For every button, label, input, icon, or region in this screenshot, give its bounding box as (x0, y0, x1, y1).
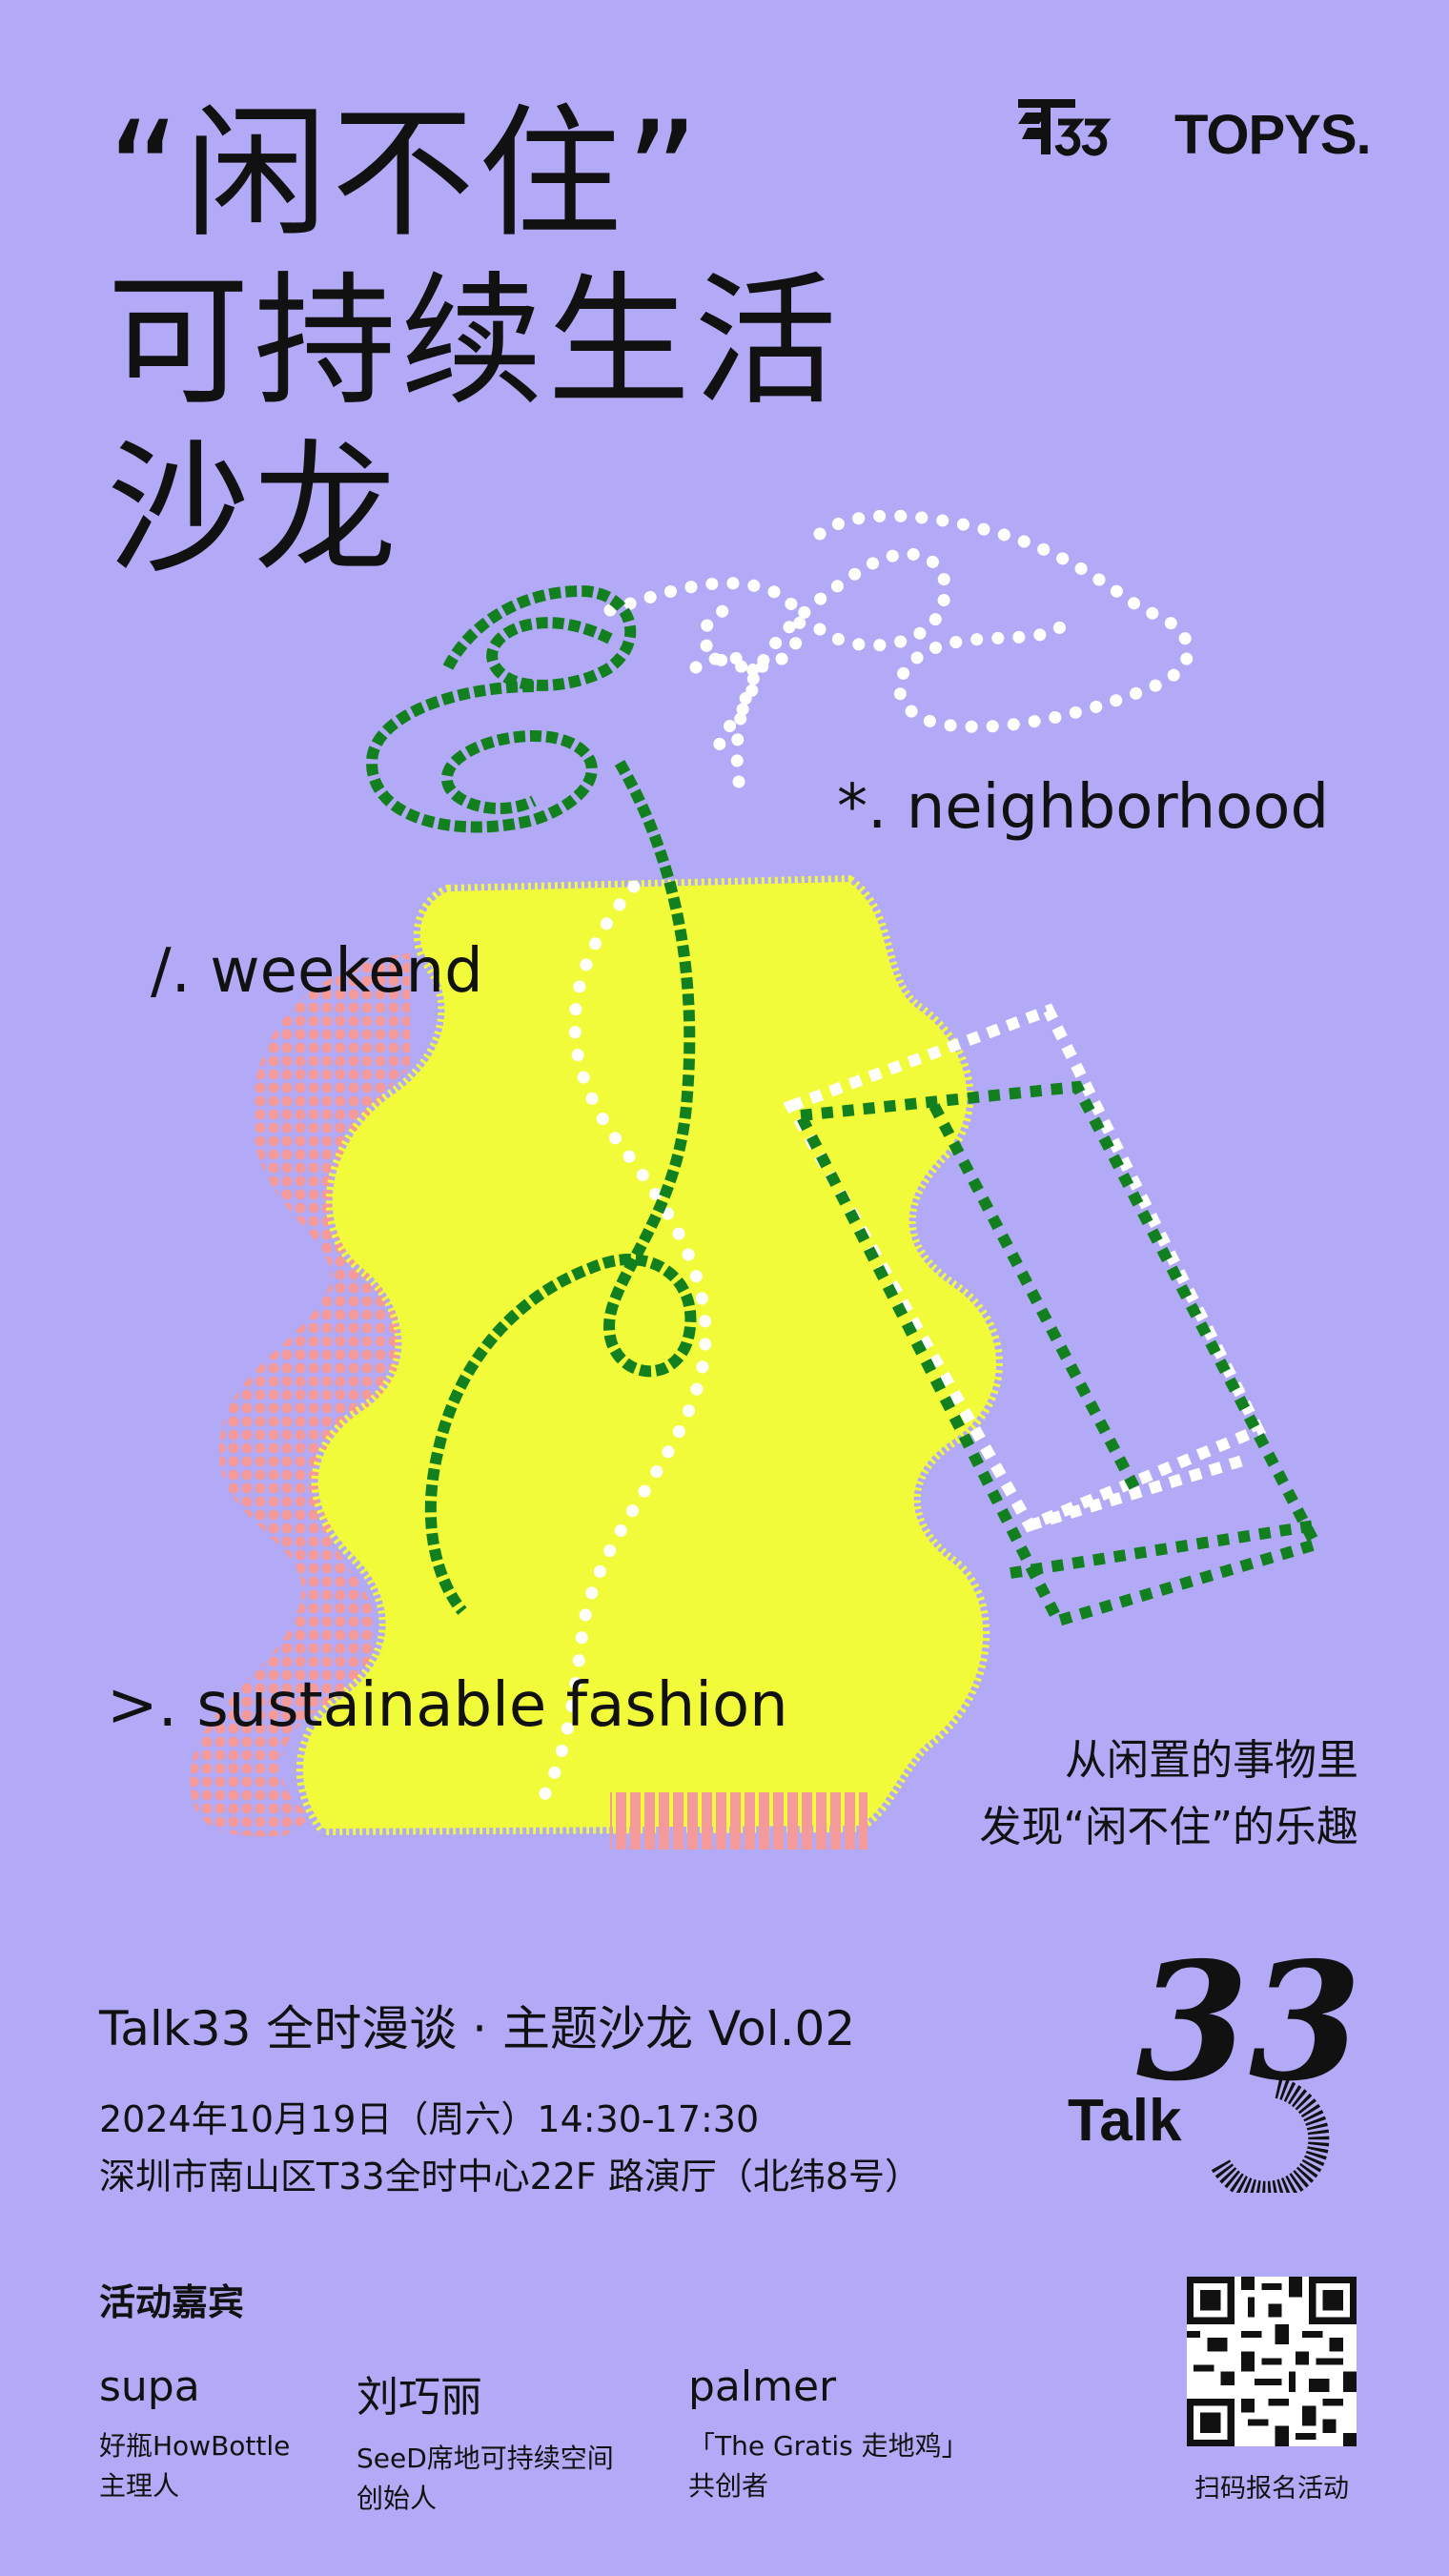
title-line-3: 沙龙 (107, 427, 401, 593)
event-name: Talk33 全时漫谈 · 主题沙龙 Vol.02 (99, 2001, 856, 2056)
t33-logo-icon (1018, 99, 1112, 156)
topys-logo: TOPYS. (1174, 104, 1372, 166)
guest-org: 「The Gratis 走地鸡」 (688, 2430, 969, 2462)
talk-word: Talk (1068, 2088, 1182, 2154)
svg-text:33: 33 (1136, 1945, 1362, 2117)
pink-base-stripe (610, 1792, 867, 1850)
guest-name: palmer (688, 2362, 837, 2411)
poster-title: “闲不住” 可持续生活 沙龙 (107, 91, 841, 594)
guest-card: 刘巧丽 SeeD席地可持续空间 创始人 (357, 2362, 614, 2519)
qr-label: 扫码报名活动 (1194, 2474, 1349, 2504)
talk33-logo-icon: 33 Talk (1068, 1945, 1362, 2193)
white-dotted-stem (527, 880, 712, 1818)
guest-role: 主理人 (99, 2470, 180, 2502)
guest-card: supa 好瓶HowBottle 主理人 (99, 2362, 290, 2506)
guest-card: palmer 「The Gratis 走地鸡」 共创者 (688, 2362, 969, 2506)
tagline-line-1: 从闲置的事物里 (1065, 1736, 1358, 1785)
qr-code-icon[interactable] (1187, 2277, 1357, 2446)
green-glass-outline (791, 1080, 1324, 1628)
guest-role: 创始人 (357, 2483, 438, 2514)
tagline: 从闲置的事物里 发现“闲不住”的乐趣 (979, 1728, 1358, 1861)
white-dotted-leaves (603, 509, 1194, 788)
event-venue: 深圳市南山区T33全时中心22F 路演厅（北纬8号） (99, 2156, 922, 2198)
tag-neighborhood: *. neighborhood (837, 772, 1330, 843)
guest-name: 刘巧丽 (357, 2373, 482, 2422)
vase-illustration (190, 509, 1324, 1850)
guest-role: 共创者 (688, 2470, 769, 2502)
tagline-line-2: 发现“闲不住”的乐趣 (979, 1803, 1358, 1851)
guest-name: supa (99, 2362, 200, 2411)
guest-org: 好瓶HowBottle (99, 2430, 291, 2462)
white-glass-outline (783, 1003, 1267, 1533)
tag-sustainable-fashion: >. sustainable fashion (107, 1670, 788, 1741)
pink-vase-shadow (190, 953, 410, 1837)
guests-heading: 活动嘉宾 (99, 2281, 245, 2323)
title-line-2: 可持续生活 (107, 259, 842, 425)
event-datetime: 2024年10月19日（周六）14:30-17:30 (99, 2098, 760, 2140)
title-line-1: “闲不住” (107, 92, 704, 257)
green-flower-stem (365, 584, 697, 1615)
guest-org: SeeD席地可持续空间 (357, 2443, 614, 2474)
tag-weekend: /. weekend (151, 936, 483, 1007)
